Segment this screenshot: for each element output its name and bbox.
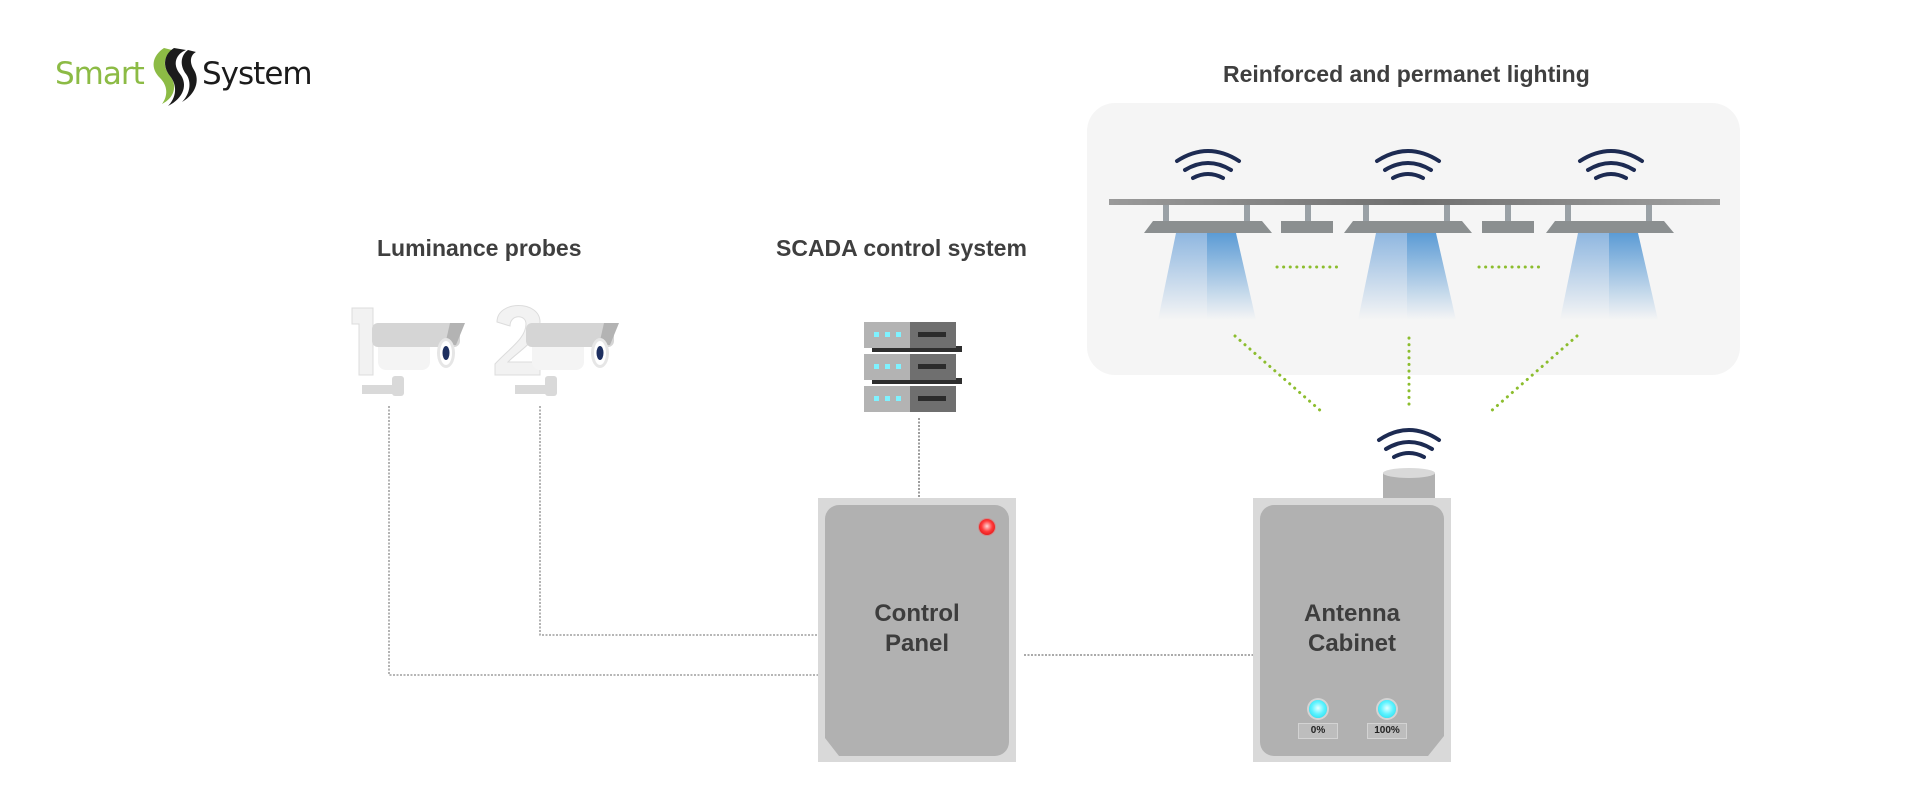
lighting-rail xyxy=(1109,199,1720,205)
probe-1[interactable] xyxy=(351,307,465,396)
luminaire-2[interactable] xyxy=(1344,205,1472,320)
logo-s-mark-icon xyxy=(153,48,197,106)
red-status-led xyxy=(979,519,995,535)
probe-number-1 xyxy=(351,307,374,376)
antenna-cabinet-label-line1: Antenna xyxy=(1304,600,1400,627)
cyan-status-led-0 xyxy=(1309,700,1327,718)
rail-junction-box-1 xyxy=(1281,205,1333,233)
antenna-wifi-icon xyxy=(1377,428,1441,459)
logo-word-smart: Smart xyxy=(55,56,145,92)
security-camera-icon xyxy=(362,323,465,396)
luminaire-1[interactable] xyxy=(1144,205,1272,320)
wifi-icon xyxy=(1175,149,1241,180)
control-panel-label-line1: Control xyxy=(874,600,960,627)
indicator-label-0: 0% xyxy=(1298,723,1338,739)
antenna-cabinet-body xyxy=(1260,505,1444,756)
wire-probe2-to-panel xyxy=(539,406,825,636)
rail-junction-box-2 xyxy=(1482,205,1534,233)
server-unit xyxy=(864,322,956,348)
indicator-label-100: 100% xyxy=(1367,723,1407,739)
server-unit xyxy=(864,386,956,412)
control-panel-body xyxy=(825,505,1009,756)
smart-system-logo: Smart System xyxy=(55,42,315,112)
security-camera-icon xyxy=(515,323,619,396)
wifi-icon xyxy=(1375,149,1441,180)
wireless-link-lum1-antenna xyxy=(1233,334,1324,414)
control-panel-label-line2: Panel xyxy=(884,630,950,657)
heading-luminance-probes: Luminance probes xyxy=(377,235,582,261)
server-rack-icon[interactable] xyxy=(864,322,962,412)
heading-scada: SCADA control system xyxy=(776,235,1027,261)
antenna-cabinet[interactable]: Antenna Cabinet 0% 100% xyxy=(1253,498,1451,762)
antenna-cabinet-label-line2: Cabinet xyxy=(1307,630,1396,657)
heading-lighting: Reinforced and permanet lighting xyxy=(1223,61,1590,87)
logo-word-system: System xyxy=(202,56,313,92)
luminaire-3[interactable] xyxy=(1546,205,1674,320)
wifi-icon xyxy=(1578,149,1644,180)
probe-2[interactable] xyxy=(494,305,619,397)
server-unit xyxy=(864,354,956,380)
wireless-link-lum3-antenna xyxy=(1488,334,1579,414)
cyan-status-led-100 xyxy=(1378,700,1396,718)
control-panel[interactable]: Control Panel xyxy=(818,498,1016,762)
